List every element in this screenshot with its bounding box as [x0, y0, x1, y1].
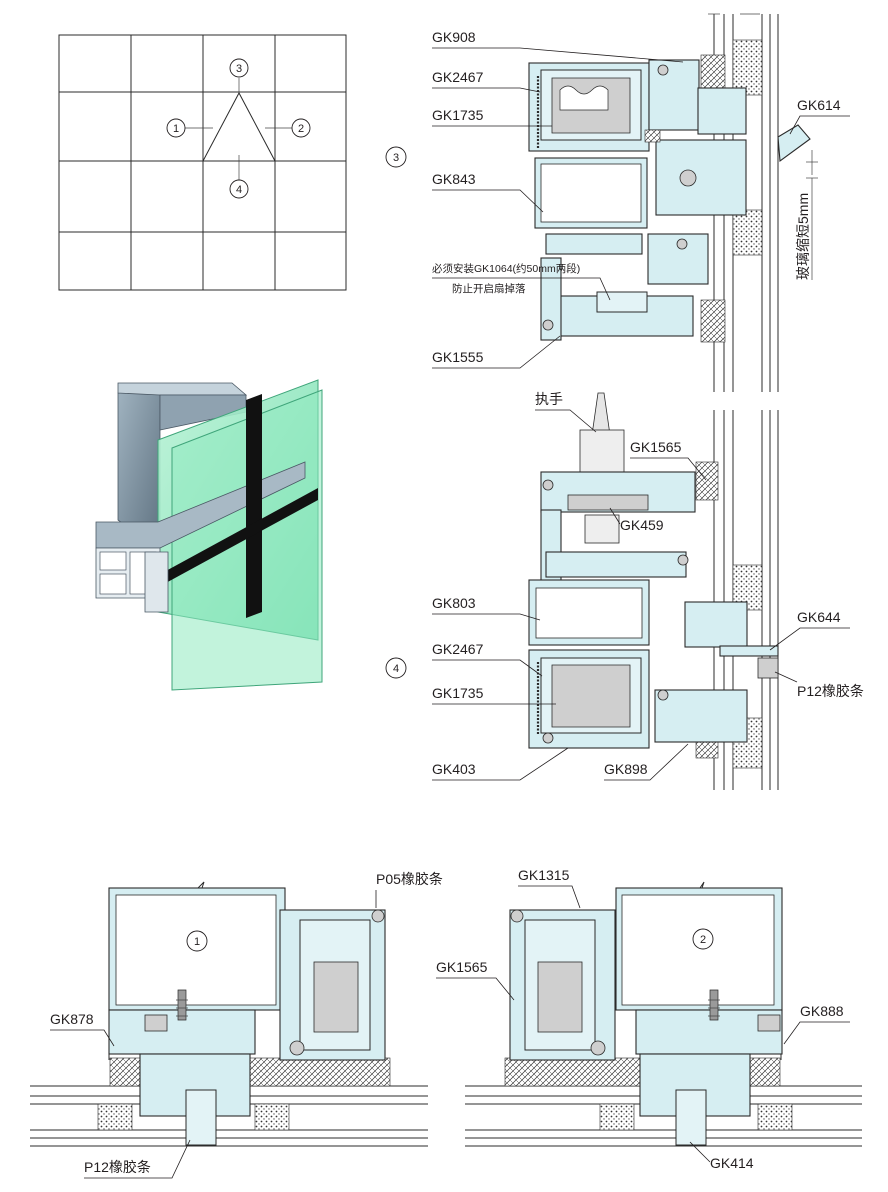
label-gk2467-top: GK2467: [432, 69, 484, 85]
label-gk1315: GK1315: [518, 867, 570, 883]
label-gk644: GK644: [797, 609, 841, 625]
svg-text:3: 3: [236, 63, 242, 75]
marker-1: 1: [166, 118, 186, 138]
svg-text:3: 3: [393, 152, 399, 164]
elevation-grid: 3 1 2 4: [58, 34, 347, 291]
section-3-detail: 玻璃缩短5mm 3 GK908 GK2467 GK1735 GK843 必须安装…: [385, 13, 850, 392]
svg-text:2: 2: [298, 123, 304, 135]
svg-text:4: 4: [393, 663, 399, 675]
glass-shorten-label: 玻璃缩短5mm: [795, 193, 811, 280]
label-p12-mid: P12橡胶条: [797, 683, 864, 699]
label-gk1735-bot: GK1735: [432, 685, 484, 701]
note-line-2: 防止开启扇掉落: [452, 282, 526, 295]
section-2-detail: 2 GK1315 GK1565 GK888 GK414: [436, 867, 862, 1171]
label-handle: 执手: [535, 391, 563, 407]
label-gk1565-mid: GK1565: [630, 439, 682, 455]
svg-text:4: 4: [236, 184, 242, 196]
label-gk803: GK803: [432, 595, 476, 611]
label-p05: P05橡胶条: [376, 871, 443, 887]
label-gk403: GK403: [432, 761, 476, 777]
label-p12-bot: P12橡胶条: [84, 1159, 151, 1175]
section-1-detail: 1 P05橡胶条 GK878 P12橡胶条: [30, 871, 443, 1179]
label-gk908: GK908: [432, 29, 476, 45]
isometric-frame-view: [95, 379, 323, 691]
section-4-detail: 4 执手 GK1565 GK459 GK803 GK2467 GK1735 GK…: [385, 391, 864, 790]
svg-text:1: 1: [194, 936, 200, 948]
label-gk888: GK888: [800, 1003, 844, 1019]
label-gk843: GK843: [432, 171, 476, 187]
label-gk1555: GK1555: [432, 349, 484, 365]
label-gk614: GK614: [797, 97, 841, 113]
label-gk2467-bot: GK2467: [432, 641, 484, 657]
note-line-1: 必须安装GK1064(约50mm两段): [432, 262, 580, 275]
marker-2: 2: [291, 118, 311, 138]
label-gk459: GK459: [620, 517, 664, 533]
label-gk878: GK878: [50, 1011, 94, 1027]
label-gk1565-bot: GK1565: [436, 959, 488, 975]
svg-text:2: 2: [700, 934, 706, 946]
marker-3: 3: [229, 58, 249, 78]
marker-4: 4: [229, 179, 249, 199]
svg-text:1: 1: [173, 123, 179, 135]
label-gk898: GK898: [604, 761, 648, 777]
label-gk1735-top: GK1735: [432, 107, 484, 123]
label-gk414: GK414: [710, 1155, 754, 1171]
